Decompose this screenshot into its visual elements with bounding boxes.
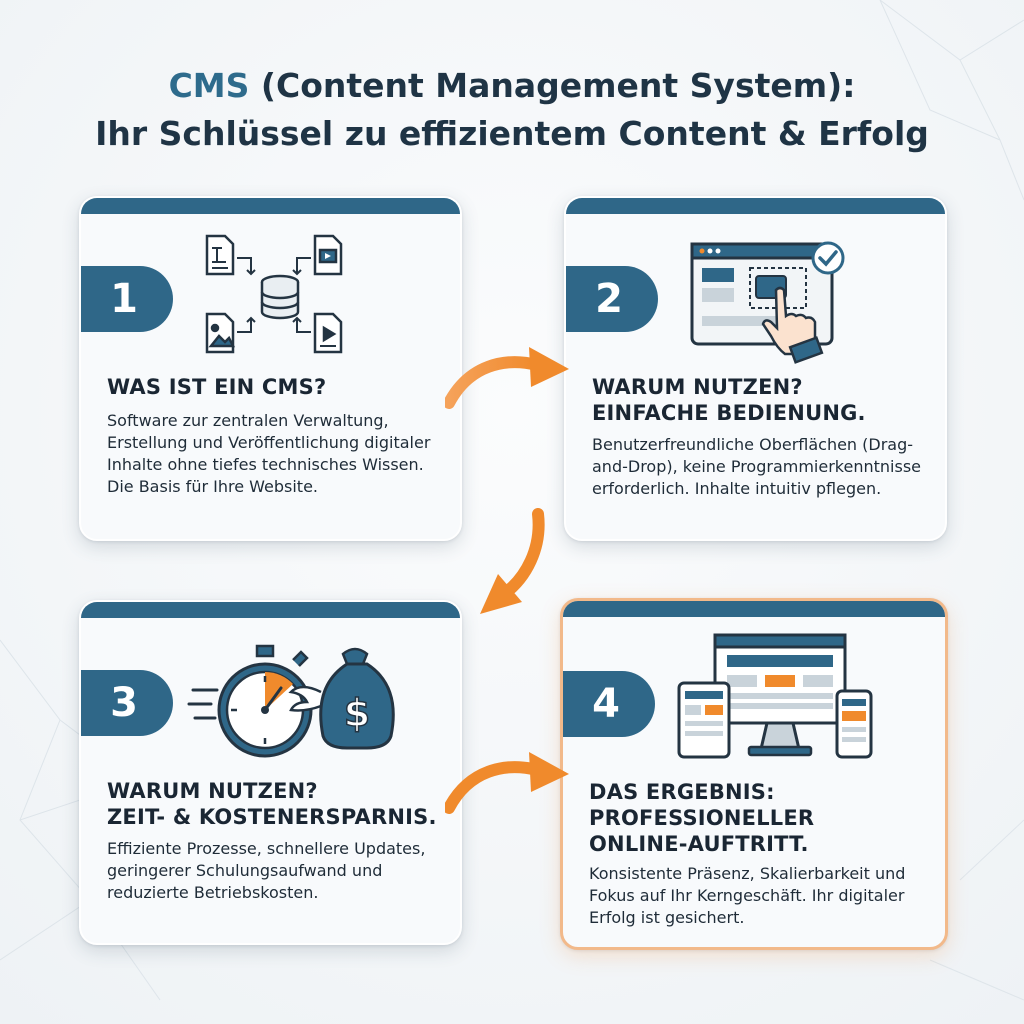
card-2: 2 WARUM NUTZEN? EINFACHE BEDIENUNG. Benu…	[564, 196, 947, 541]
step-badge: 2	[566, 266, 658, 332]
card-heading: DAS ERGEBNIS: PROFESSIONELLER ONLINE-AUF…	[589, 780, 815, 856]
arrow-1-to-2	[445, 347, 569, 409]
drag-and-drop-window-icon	[690, 241, 845, 364]
step-badge: 3	[81, 670, 173, 736]
step-badge: 1	[81, 266, 173, 332]
card-topbar	[566, 198, 945, 214]
step-badge: 4	[563, 671, 655, 737]
card-topbar	[81, 198, 460, 214]
card-body: Konsistente Präsenz, Skalierbarkeit und …	[589, 864, 906, 927]
title-line2: Ihr Schlüssel zu effizientem Content & E…	[95, 114, 929, 153]
card-heading: WARUM NUTZEN? ZEIT- & KOSTENERSPARNIS.	[107, 779, 437, 829]
card-4: 4 DAS ERGEBNIS: PROFESSIONELLER ONLINE-A…	[560, 598, 948, 950]
card-body: Benutzerfreundliche Oberflächen (Drag-an…	[592, 435, 921, 498]
stopwatch-money-bag-icon: $	[187, 644, 395, 758]
card-body: Software zur zentralen Verwaltung, Erste…	[107, 411, 431, 496]
card-heading: WARUM NUTZEN? EINFACHE BEDIENUNG.	[592, 375, 866, 425]
page-title: CMS (Content Management System): Ihr Sch…	[0, 62, 1024, 158]
card-heading: WAS IST EIN CMS?	[107, 375, 327, 399]
svg-text:$: $	[344, 691, 370, 735]
title-accent: CMS	[168, 66, 250, 105]
card-1: 1	[79, 196, 462, 541]
card-topbar	[81, 602, 460, 618]
card-3: 3 $ WARUM NUTZEN? ZEIT- & KOSTENERSPARNI…	[79, 600, 462, 945]
card-body: Effiziente Prozesse, schnellere Updates,…	[107, 839, 426, 902]
arrow-2-to-3	[480, 508, 545, 614]
arrow-3-to-4	[445, 752, 569, 814]
multi-device-icon	[677, 633, 873, 759]
card-topbar	[563, 601, 945, 617]
title-line1: (Content Management System):	[249, 66, 856, 105]
database-content-flow-icon	[205, 234, 343, 354]
